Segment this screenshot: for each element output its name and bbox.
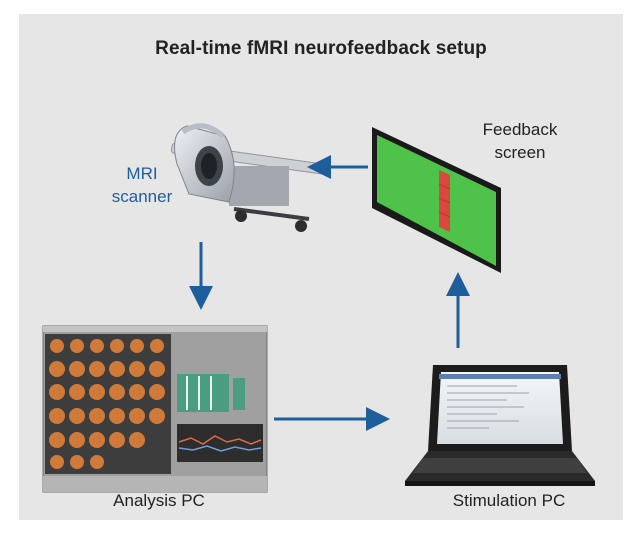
- diagram-panel: Real-time fMRI neurofeedback setup MRI s…: [19, 14, 623, 520]
- brain-slice-grid: [49, 339, 165, 469]
- laptop-icon: [405, 365, 595, 486]
- feedback-screen-label: Feedback screen: [465, 118, 575, 164]
- mri-scanner-icon: [170, 123, 332, 232]
- feedback-screen-icon: [372, 127, 501, 273]
- feedback-label-line2: screen: [494, 143, 546, 162]
- mri-label-line2: scanner: [111, 187, 173, 206]
- analysis-pc-label: Analysis PC: [113, 491, 205, 510]
- diagram-graphics: [42, 123, 595, 493]
- feedback-label-line1: Feedback: [482, 120, 558, 139]
- stimulation-pc-label: Stimulation PC: [452, 491, 566, 510]
- mri-scanner-label: MRI scanner: [97, 162, 187, 208]
- analysis-pc-window: [42, 325, 268, 493]
- mri-label-line1: MRI: [126, 164, 158, 183]
- diagram-title: Real-time fMRI neurofeedback setup: [155, 38, 487, 59]
